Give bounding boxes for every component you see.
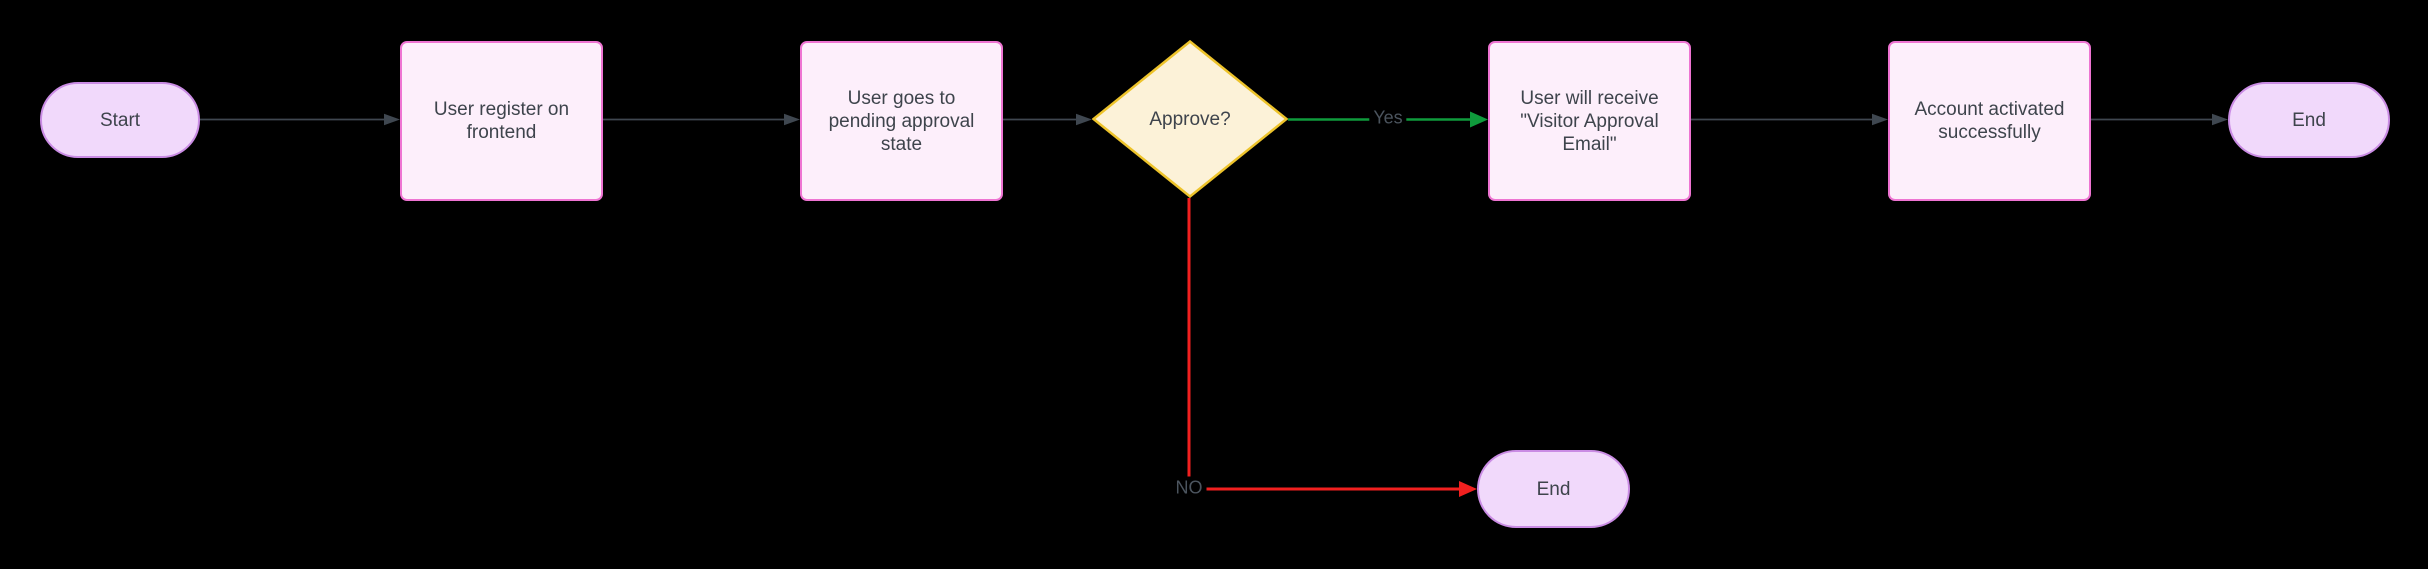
arrowhead-icon [1459, 481, 1477, 497]
arrowhead-icon [2212, 113, 2228, 126]
arrowhead-icon [1076, 113, 1092, 126]
node-end-rejected: End [1477, 450, 1630, 528]
edge-approve-no [1187, 198, 1477, 497]
diamond-shape [1092, 40, 1288, 198]
arrowhead-icon [1872, 113, 1888, 126]
node-end-success-label: End [2292, 109, 2326, 131]
edge-label-yes: Yes [1369, 106, 1407, 130]
arrowhead-icon [384, 113, 400, 126]
node-approval-email: User will receive "Visitor Approval Emai… [1488, 41, 1691, 201]
node-user-register-label: User register on frontend [433, 99, 570, 143]
arrowhead-icon [1470, 111, 1488, 128]
node-pending-approval: User goes to pending approval state [800, 41, 1003, 201]
node-start-label: Start [99, 109, 141, 131]
arrowhead-icon [784, 113, 800, 126]
edge-activated-to-end [2090, 113, 2228, 126]
edge-email-to-activated [1690, 113, 1888, 126]
node-start: Start [40, 82, 200, 158]
edge-register-to-pending [603, 113, 800, 126]
node-approval-email-label: User will receive "Visitor Approval Emai… [1520, 87, 1659, 155]
node-account-activated-label: Account activated successfully [1914, 99, 2065, 143]
edge-label-no: NO [1171, 476, 1207, 500]
node-user-register: User register on frontend [400, 41, 603, 201]
edge-pending-to-approve [1003, 113, 1092, 126]
edge-start-to-register [200, 113, 400, 126]
node-account-activated: Account activated successfully [1888, 41, 2091, 201]
node-end-success: End [2228, 82, 2390, 158]
node-pending-approval-label: User goes to pending approval state [828, 87, 975, 155]
node-end-rejected-label: End [1536, 478, 1571, 500]
node-approve-decision: Approve? [1092, 40, 1288, 198]
node-approve-decision-label: Approve? [1149, 108, 1231, 130]
